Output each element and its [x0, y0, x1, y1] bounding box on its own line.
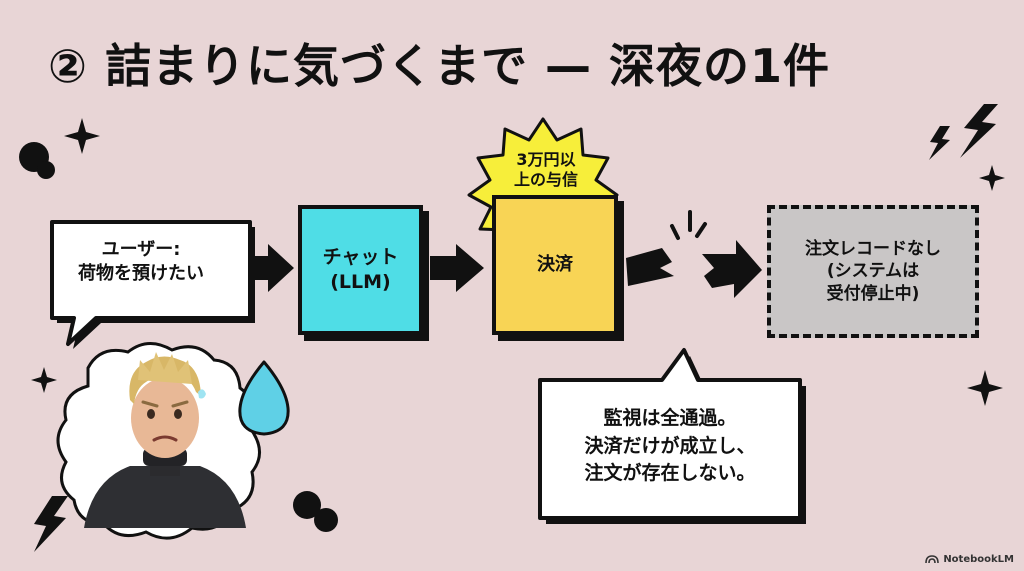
- user-bubble-text: ユーザー: 荷物を預けたい: [78, 239, 204, 285]
- chat-llm-label: チャット (LLM): [322, 246, 399, 293]
- page-title: ② 詰まりに気づくまで — 深夜の1件: [48, 39, 830, 93]
- user-speech-bubble: [50, 220, 255, 349]
- lightning-icon: [929, 126, 950, 160]
- flow-arrow: [254, 244, 294, 292]
- watermark-text: NotebookLM: [943, 554, 1014, 565]
- blob-icon: [293, 491, 338, 532]
- lightning-icon: [960, 104, 998, 158]
- chat-llm-box: チャット (LLM): [298, 205, 423, 335]
- blob-icon: [19, 142, 55, 179]
- sparkle-icon: [967, 370, 1003, 406]
- burst-label: 3万円以 上の与信: [513, 150, 578, 189]
- flow-arrow: [430, 244, 484, 292]
- broken-arrow-icon: [702, 240, 762, 298]
- payment-box: 決済: [492, 195, 618, 335]
- sparkle-icon: [31, 367, 57, 393]
- sweat-drop-icon: [238, 360, 290, 436]
- lightning-icon: [34, 496, 68, 552]
- broken-arrow-icon: [626, 248, 674, 286]
- worried-man-avatar: [84, 352, 246, 528]
- sparkle-icon: [64, 118, 100, 154]
- notebooklm-logo-icon: [925, 555, 940, 564]
- payment-label: 決済: [537, 254, 573, 276]
- note-text: 監視は全通過。 決済だけが成立し、 注文が存在しない。: [584, 407, 756, 485]
- watermark: NotebookLM: [925, 554, 1014, 565]
- order-record-label: 注文レコードなし (システムは 受付停止中): [805, 239, 941, 304]
- sparkle-icon: [979, 165, 1005, 191]
- note-speech-bubble: [538, 348, 806, 524]
- break-marks: [670, 210, 707, 240]
- order-record-box: 注文レコードなし (システムは 受付停止中): [767, 205, 979, 338]
